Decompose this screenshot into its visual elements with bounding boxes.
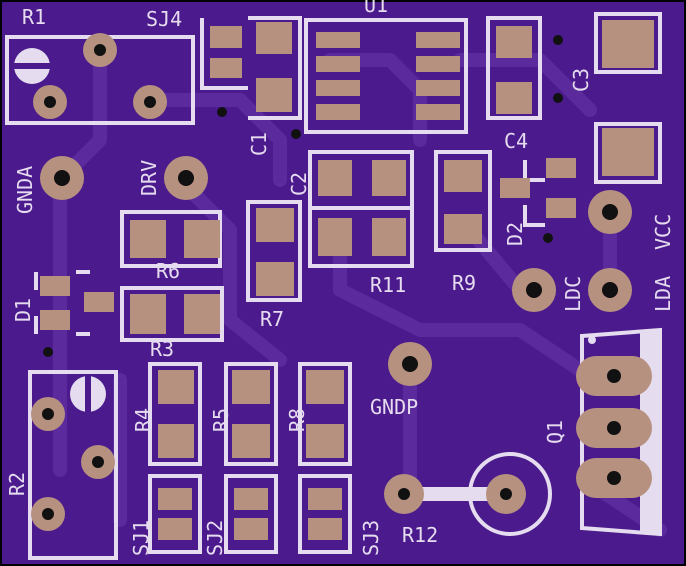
label-r9: R9 bbox=[452, 271, 476, 295]
label-sj2: SJ2 bbox=[203, 520, 227, 556]
label-r1: R1 bbox=[22, 5, 46, 29]
smd-pads bbox=[40, 20, 654, 540]
label-d1: D1 bbox=[11, 298, 35, 322]
label-ldc: LDC bbox=[561, 276, 585, 312]
q1-pin1-dot bbox=[588, 336, 596, 344]
label-r11: R11 bbox=[370, 273, 406, 297]
drill-holes bbox=[42, 44, 621, 520]
label-c3: C3 bbox=[569, 68, 593, 92]
label-d2: D2 bbox=[503, 222, 527, 246]
label-r8: R8 bbox=[285, 408, 309, 432]
th-pads bbox=[31, 33, 652, 531]
label-r12: R12 bbox=[402, 523, 438, 547]
label-c4: C4 bbox=[504, 129, 528, 153]
label-gndp: GNDP bbox=[370, 395, 418, 419]
label-r4: R4 bbox=[131, 408, 155, 432]
label-lda: LDA bbox=[651, 276, 675, 312]
vias bbox=[43, 35, 563, 357]
label-sj4: SJ4 bbox=[146, 7, 182, 31]
trimmer-knob-r1 bbox=[14, 48, 50, 84]
silkscreen-labels: R1 SJ4 U1 GNDP R11 R9 R6 R7 R3 R12 C4 C3… bbox=[5, 0, 675, 556]
label-r3: R3 bbox=[150, 337, 174, 361]
silkscreen bbox=[5, 12, 662, 560]
label-c2: C2 bbox=[287, 172, 311, 196]
label-drv: DRV bbox=[137, 160, 161, 196]
label-c1: C1 bbox=[247, 132, 271, 156]
trimmer-knob-r2 bbox=[70, 376, 106, 412]
label-r7: R7 bbox=[260, 307, 284, 331]
label-r2: R2 bbox=[5, 472, 29, 496]
label-vcc: VCC bbox=[651, 214, 675, 250]
label-sj1: SJ1 bbox=[129, 520, 153, 556]
label-r5: R5 bbox=[209, 408, 233, 432]
label-gnda: GNDA bbox=[13, 166, 37, 214]
label-sj3: SJ3 bbox=[359, 520, 383, 556]
label-r6: R6 bbox=[156, 259, 180, 283]
label-q1: Q1 bbox=[543, 420, 567, 444]
label-u1: U1 bbox=[364, 0, 388, 17]
